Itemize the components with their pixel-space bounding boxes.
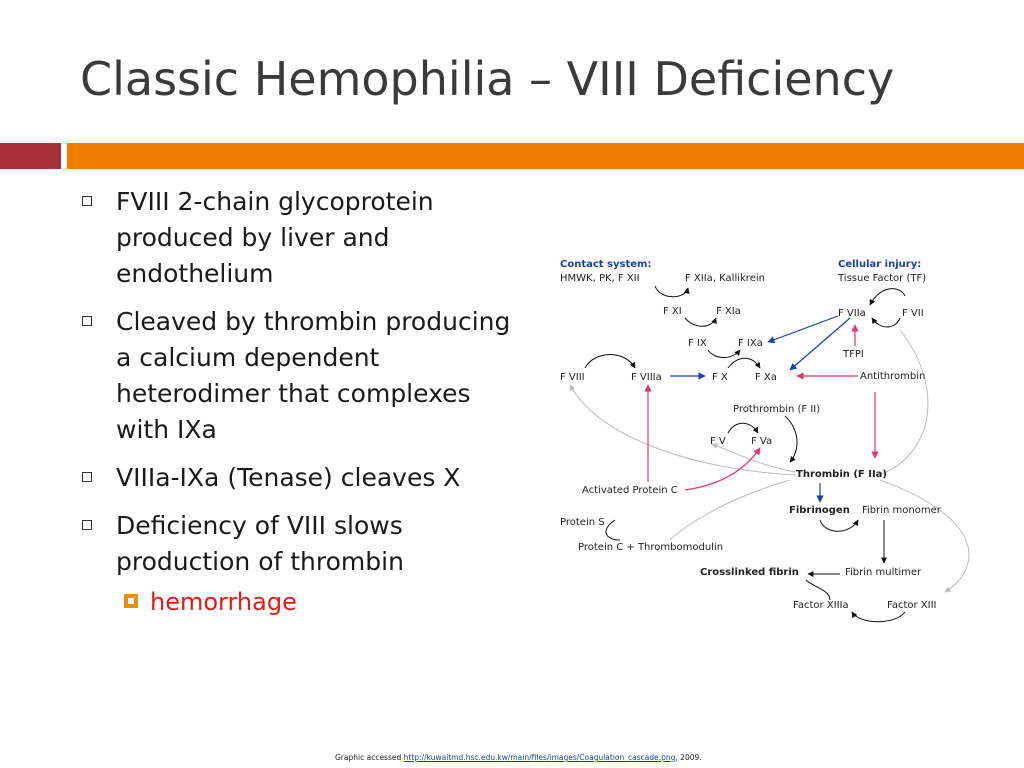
cellular-injury-title: Cellular injury: [838, 259, 921, 270]
slide-title: Classic Hemophilia – VIII Deficiency [80, 52, 895, 106]
image-credit: Graphic accessed http://kuwaitmd.hsc.edu… [335, 753, 702, 762]
bullet-item: FVIII 2-chain glycoprotein produced by l… [82, 184, 522, 292]
prothrombin-label: Prothrombin (F II) [733, 404, 820, 415]
arrow-apc-f5a [684, 447, 761, 491]
contact-system-title: Contact system: [560, 259, 651, 270]
thrombin-label: Thrombin (F IIa) [796, 469, 887, 480]
arc-f11 [684, 317, 717, 327]
f5-label: F V [710, 436, 726, 447]
bullet-text: Deficiency of VIII slows production of t… [116, 511, 404, 576]
arrow-f7a-f10 [789, 317, 851, 371]
arc-f9 [707, 349, 741, 358]
bullet-item: VIIIa-IXa (Tenase) cleaves X [82, 460, 522, 496]
arc-protein-s [605, 519, 621, 541]
bullet-item: Cleaved by thrombin producing a calcium … [82, 304, 522, 448]
sub-bullet-text: hemorrhage [150, 588, 297, 616]
crosslinked-fibrin-label: Crosslinked fibrin [700, 567, 799, 578]
f7-label: F VII [902, 308, 924, 319]
f8a-label: F VIIIa [631, 372, 662, 383]
title-accent-red [0, 143, 61, 169]
f10a-label: F Xa [755, 372, 777, 383]
antithrombin-label: Antithrombin [860, 371, 925, 382]
square-bullet-icon [82, 316, 92, 326]
bullet-text: VIIIa-IXa (Tenase) cleaves X [116, 463, 461, 492]
arc-f7 [871, 317, 901, 328]
bullet-text: FVIII 2-chain glycoprotein produced by l… [116, 187, 434, 288]
f8-label: F VIII [560, 372, 585, 383]
arc-tf [869, 288, 906, 306]
bullet-list: FVIII 2-chain glycoprotein produced by l… [82, 184, 522, 632]
sub-bullet-item: hemorrhage [116, 584, 522, 620]
contact-factors-label: HMWK, PK, F XII [560, 273, 640, 284]
f11-label: F XI [663, 306, 682, 317]
arc-f13 [851, 611, 906, 623]
f5a-label: F Va [751, 436, 772, 447]
arc-f5 [727, 422, 759, 434]
f9-label: F IX [688, 338, 707, 349]
arc-fibrinogen [819, 519, 859, 532]
fibrin-multimer-label: Fibrin multimer [845, 567, 922, 578]
f7a-label: F VIIa [838, 308, 866, 319]
activated-protein-c-label: Activated Protein C [582, 485, 678, 496]
feedback-thrombin-f13 [879, 479, 970, 593]
f11a-label: F XIa [716, 306, 741, 317]
title-accent-orange [67, 143, 1024, 169]
feedback-thrombin-f8 [569, 384, 796, 476]
tfpi-label: TFPI [842, 349, 864, 360]
tissue-factor-label: Tissue Factor (TF) [837, 273, 926, 284]
arrow-f7a-f9 [767, 315, 839, 344]
arc-f13a-crosslink [805, 579, 831, 601]
filled-square-bullet-icon [124, 594, 138, 608]
feedback-thrombin-pc [669, 479, 791, 541]
feedback-thrombin-f5 [711, 443, 796, 473]
arc-prothrombin [784, 415, 798, 463]
f10-label: F X [712, 372, 728, 383]
factor-13-label: Factor XIII [887, 600, 937, 611]
credit-suffix: , 2009. [675, 753, 702, 762]
arc-f12 [654, 285, 690, 298]
credit-prefix: Graphic accessed [335, 753, 404, 762]
arc-f10 [727, 357, 761, 369]
coagulation-cascade-diagram: Contact system: HMWK, PK, F XII F XIIa, … [560, 259, 970, 623]
square-bullet-icon [82, 520, 92, 530]
bullet-item: Deficiency of VIII slows production of t… [82, 508, 522, 620]
factor-13a-label: Factor XIIIa [793, 600, 849, 611]
bullet-text: Cleaved by thrombin producing a calcium … [116, 307, 511, 444]
credit-link[interactable]: http://kuwaitmd.hsc.edu.kw/main/files/im… [403, 753, 676, 762]
protein-c-label: Protein C + Thrombomodulin [578, 542, 723, 553]
protein-s-label: Protein S [560, 517, 605, 528]
arc-f8 [584, 354, 636, 369]
square-bullet-icon [82, 472, 92, 482]
f12a-label: F XIIa, Kallikrein [685, 273, 765, 284]
f9a-label: F IXa [738, 338, 763, 349]
feedback-thrombin-f11 [879, 329, 929, 476]
square-bullet-icon [82, 196, 92, 206]
fibrinogen-label: Fibrinogen [789, 505, 850, 516]
fibrin-monomer-label: Fibrin monomer [862, 505, 942, 516]
